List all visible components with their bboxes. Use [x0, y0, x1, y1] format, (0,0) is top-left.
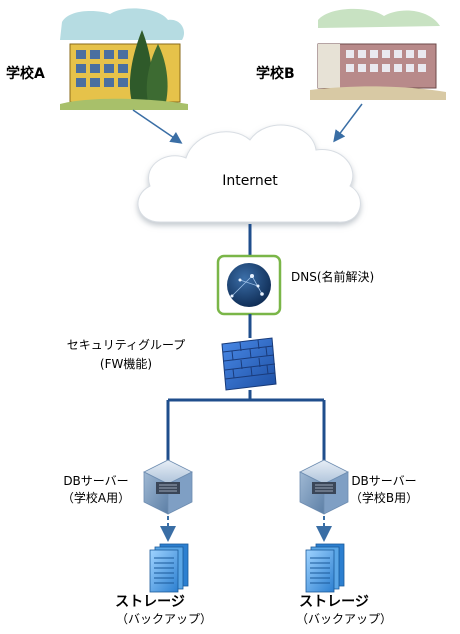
db-server-b-icon — [299, 459, 349, 515]
internet-label: Internet — [222, 173, 278, 189]
db-server-a-icon — [143, 459, 193, 515]
storage-a-icon — [149, 543, 189, 593]
school-a-label: 学校A — [6, 65, 45, 82]
firewall-icon — [221, 337, 277, 391]
storage-b-icon — [305, 543, 345, 593]
storage-a-sublabel: （バックアップ） — [116, 612, 212, 626]
db-server-a-label: DBサーバー — [63, 474, 128, 488]
storage-a-label: ストレージ — [115, 594, 185, 610]
dns-icon — [216, 254, 282, 316]
school-b-image — [310, 8, 446, 100]
db-server-a-sublabel: （学校A用） — [62, 490, 130, 505]
internet-cloud — [137, 124, 361, 223]
storage-b-label: ストレージ — [299, 594, 369, 610]
school-a-image — [60, 8, 188, 110]
dns-label: DNS(名前解決) — [291, 269, 374, 284]
school-b-label: 学校B — [256, 65, 295, 82]
storage-b-sublabel: （バックアップ） — [296, 612, 392, 626]
school-b-arrow — [333, 103, 363, 143]
security-group-label: セキュリティグループ — [67, 338, 186, 352]
db-server-b-label: DBサーバー — [351, 474, 416, 488]
db-server-b-sublabel: （学校B用） — [350, 490, 418, 505]
school-a-arrow — [132, 109, 183, 144]
security-group-sublabel: (FW機能) — [100, 356, 152, 371]
